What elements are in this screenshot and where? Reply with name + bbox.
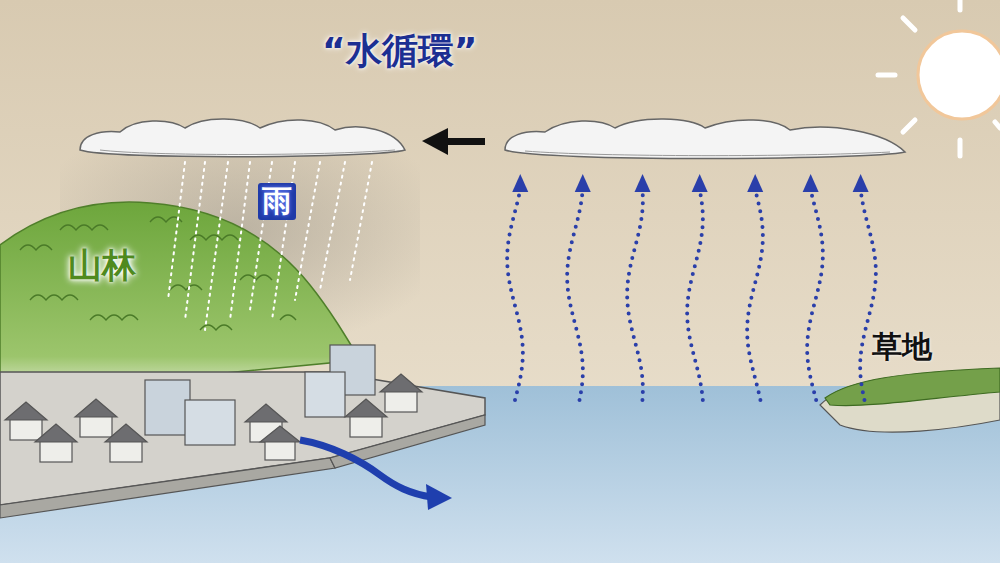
vapor-arrowhead <box>512 174 528 192</box>
river-flow <box>300 440 432 497</box>
cloud <box>80 119 405 157</box>
evaporation-arrows <box>507 174 876 400</box>
rain-lines <box>168 162 372 330</box>
rain-label: 雨 <box>258 183 296 220</box>
vapor-arrowhead <box>803 174 819 192</box>
sun <box>878 0 1000 156</box>
wind-arrow <box>422 128 485 155</box>
river-arrowhead <box>426 484 452 510</box>
buildings <box>5 345 422 462</box>
title: “水循環” <box>322 30 477 71</box>
grassland-label: 草地 <box>872 330 932 365</box>
forest-label: 山林 <box>68 246 136 285</box>
vapor-arrow <box>567 190 583 400</box>
vapor-arrowhead <box>747 174 763 192</box>
town-land <box>0 372 485 505</box>
vapor-arrow <box>860 190 876 400</box>
vapor-arrow <box>627 190 643 400</box>
vapor-arrow <box>807 190 823 400</box>
vapor-arrowhead <box>692 174 708 192</box>
cloud <box>505 119 905 159</box>
vapor-arrowhead <box>575 174 591 192</box>
vapor-arrow <box>747 190 763 400</box>
vapor-arrowhead <box>853 174 869 192</box>
seawall <box>0 458 335 518</box>
vapor-arrowhead <box>635 174 651 192</box>
mountain-forest <box>0 202 360 395</box>
vapor-arrow <box>687 190 703 400</box>
vapor-arrow <box>507 190 523 400</box>
grass <box>825 368 1000 406</box>
